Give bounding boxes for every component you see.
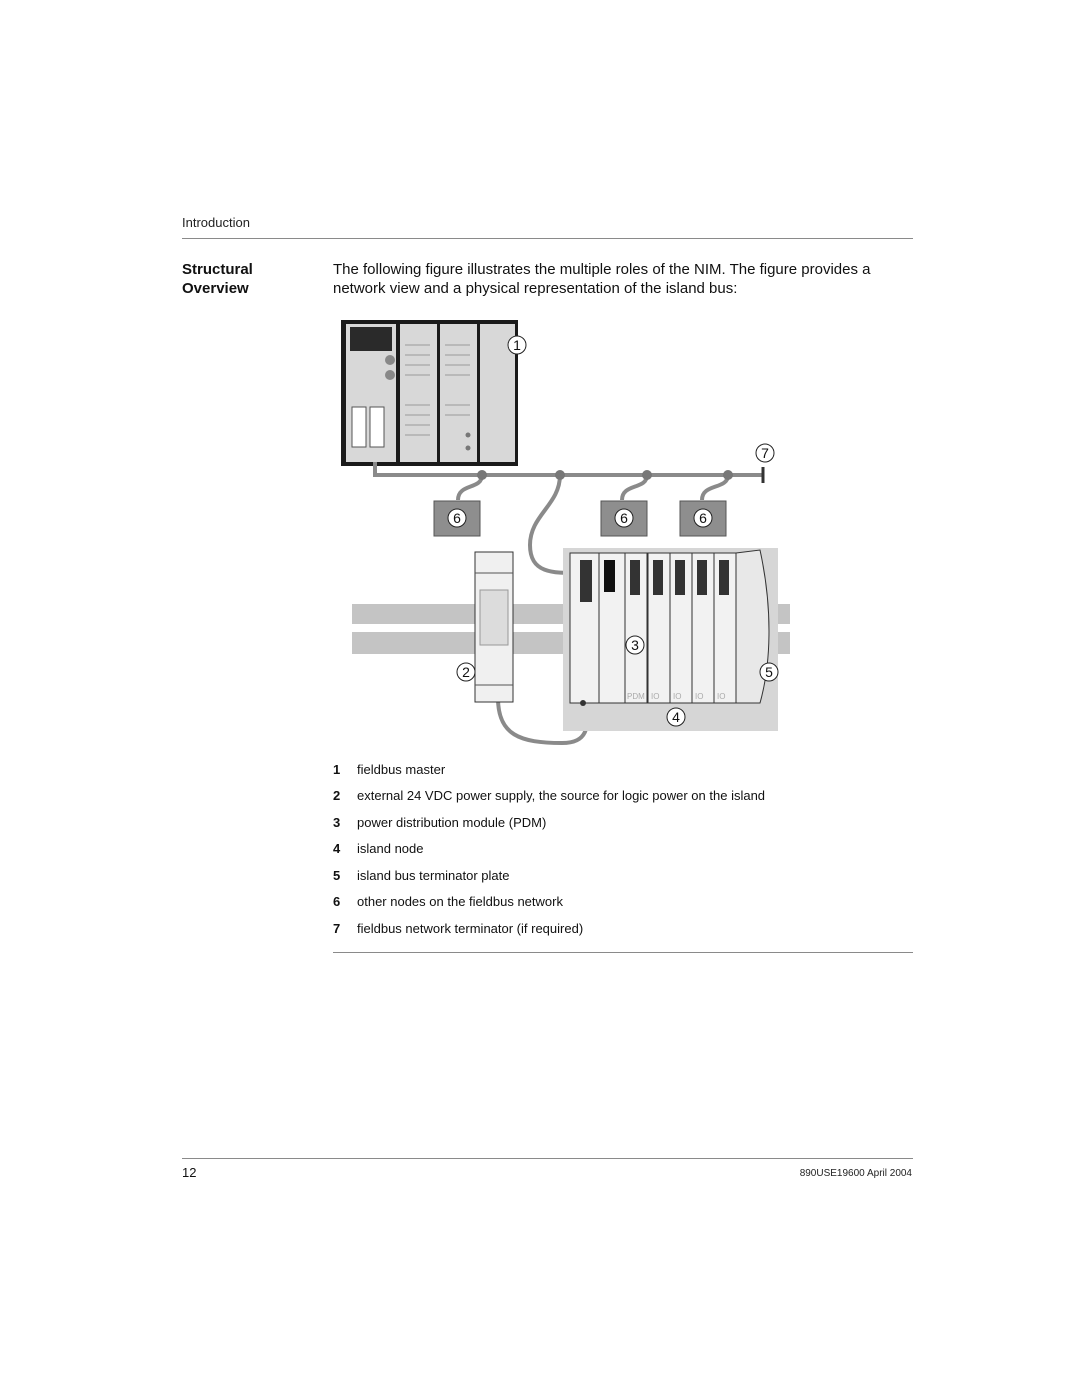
legend-text: island node xyxy=(357,841,424,857)
page-number: 12 xyxy=(182,1165,197,1180)
legend-number: 2 xyxy=(333,788,341,804)
section-title: Structural Overview xyxy=(182,260,253,298)
callout-7: 7 xyxy=(761,445,769,461)
legend-item: 3 power distribution module (PDM) xyxy=(333,809,765,836)
callout-6: 6 xyxy=(620,510,628,526)
legend-item: 6 other nodes on the fieldbus network xyxy=(333,889,765,916)
module-label-pdm: PDM xyxy=(627,692,645,701)
callout-1: 1 xyxy=(513,337,521,353)
callout-4: 4 xyxy=(672,709,680,725)
legend-text: power distribution module (PDM) xyxy=(357,814,547,830)
legend-number: 7 xyxy=(333,920,341,936)
module-label-io: IO xyxy=(717,692,725,701)
legend-number: 3 xyxy=(333,814,341,830)
module-label-io: IO xyxy=(673,692,681,701)
module-label-io: IO xyxy=(651,692,659,701)
legend-item: 4 island node xyxy=(333,836,765,863)
fieldbus-master xyxy=(341,320,518,466)
legend-item: 1 fieldbus master xyxy=(333,756,765,783)
section-title-line1: Structural xyxy=(182,261,253,278)
callout-6: 6 xyxy=(453,510,461,526)
structural-overview-figure: PDM IO IO IO IO 1 7 6 6 6 2 3 4 5 xyxy=(341,320,790,746)
legend-item: 7 fieldbus network terminator (if require… xyxy=(333,915,765,942)
running-header: Introduction xyxy=(182,215,250,230)
legend-text: other nodes on the fieldbus network xyxy=(357,894,563,910)
legend-number: 1 xyxy=(333,761,341,777)
section-end-rule xyxy=(333,952,913,953)
footer-rule xyxy=(182,1158,913,1159)
network-tap-points xyxy=(477,470,733,480)
callout-5: 5 xyxy=(765,664,773,680)
callout-2: 2 xyxy=(462,664,470,680)
callout-6: 6 xyxy=(699,510,707,526)
legend-item: 5 island bus terminator plate xyxy=(333,862,765,889)
section-title-line2: Overview xyxy=(182,280,249,297)
legend-number: 4 xyxy=(333,841,341,857)
fieldbus-network xyxy=(373,462,765,746)
legend-text: external 24 VDC power supply, the source… xyxy=(357,788,766,804)
legend-item: 2 external 24 VDC power supply, the sourc… xyxy=(333,783,765,810)
legend-text: island bus terminator plate xyxy=(357,867,510,883)
callout-3: 3 xyxy=(631,637,639,653)
other-fieldbus-nodes xyxy=(433,500,727,537)
figure-legend: 1 fieldbus master 2 external 24 VDC power … xyxy=(333,756,765,942)
legend-text: fieldbus master xyxy=(357,761,446,777)
intro-paragraph: The following figure illustrates the mul… xyxy=(333,261,871,297)
island-modules xyxy=(569,549,770,706)
module-label-io: IO xyxy=(695,692,703,701)
module-labels: PDM IO IO IO IO xyxy=(627,692,725,701)
external-power-supply xyxy=(474,551,514,703)
legend-number: 6 xyxy=(333,894,341,910)
document-id: 890USE19600 April 2004 xyxy=(799,1168,912,1179)
header-rule xyxy=(182,238,913,239)
figure-callouts: 1 7 6 6 6 2 3 4 5 xyxy=(447,335,779,727)
legend-number: 5 xyxy=(333,867,341,883)
legend-text: fieldbus network terminator (if required… xyxy=(357,920,584,936)
